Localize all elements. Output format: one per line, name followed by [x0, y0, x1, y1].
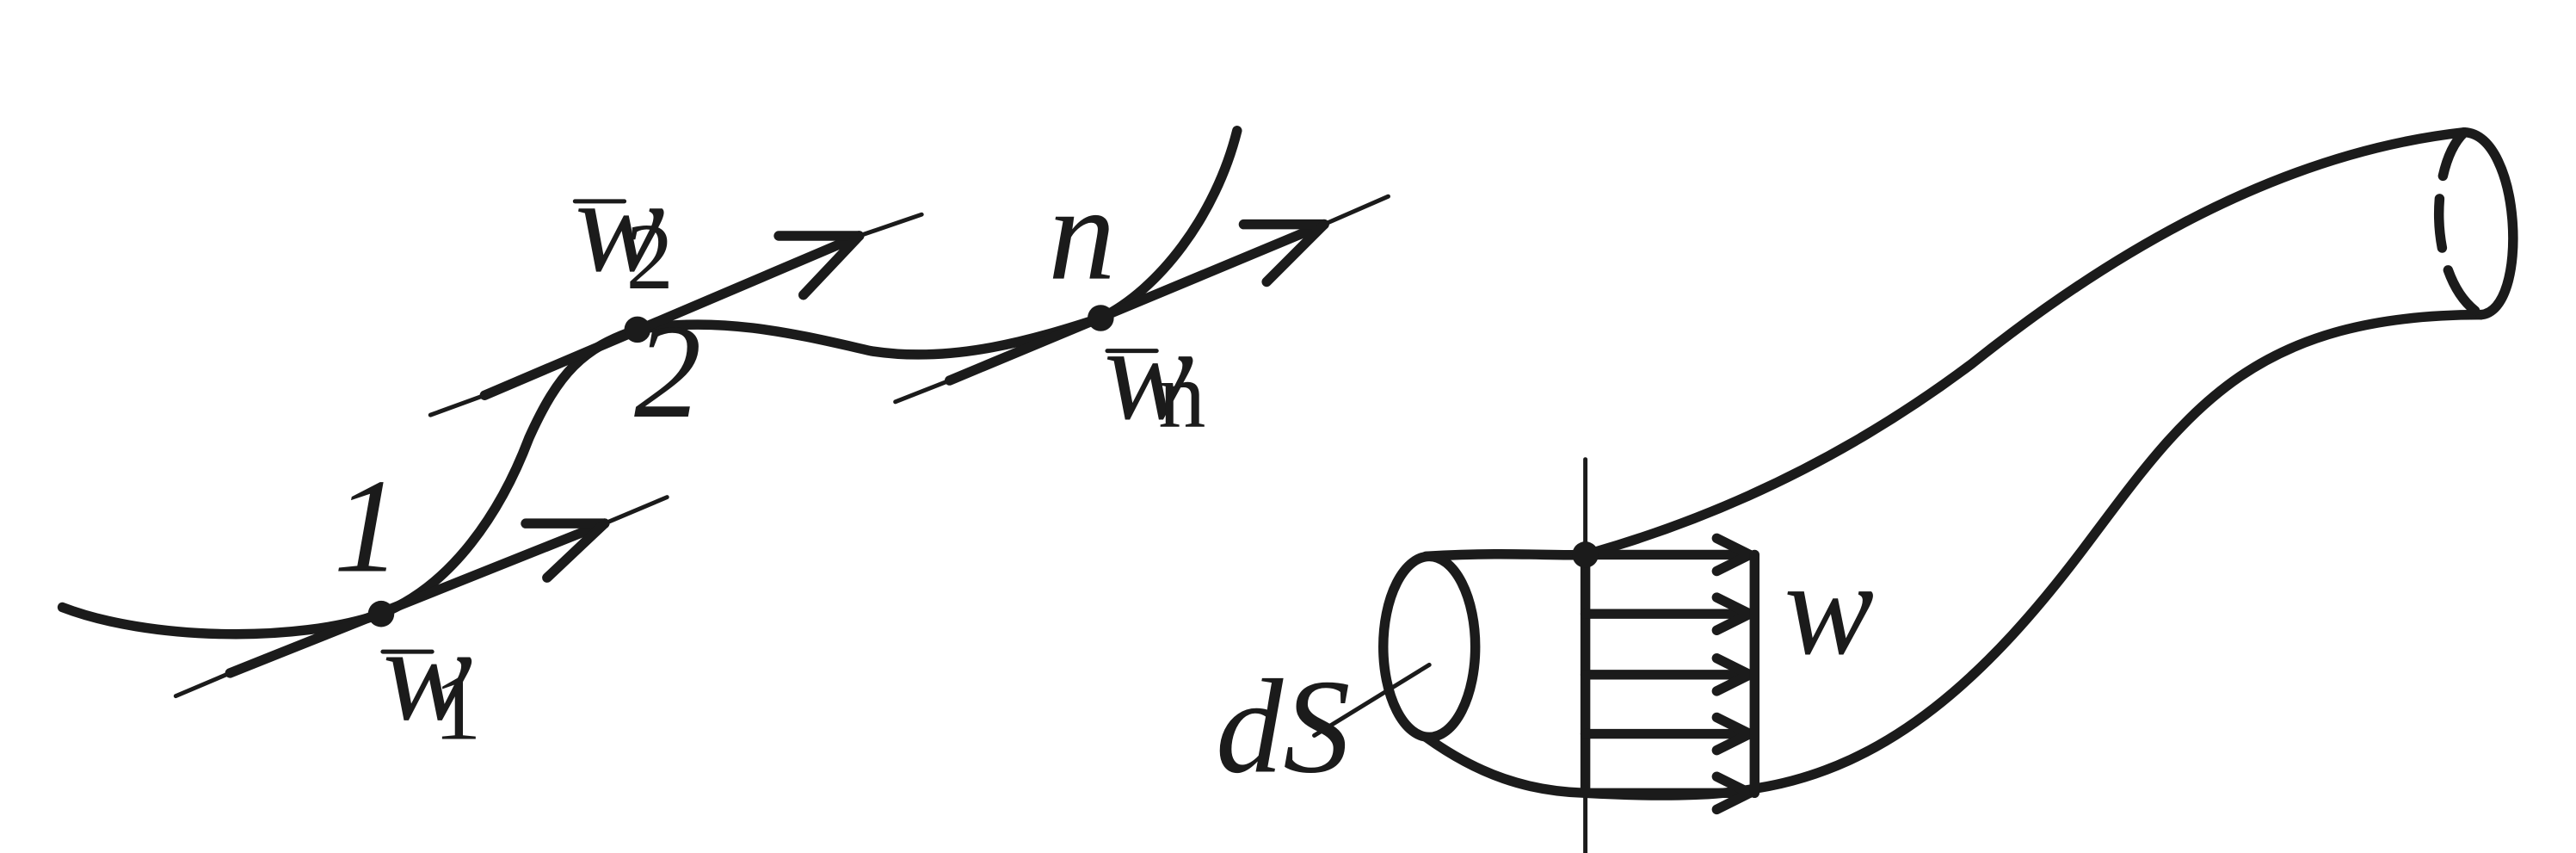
point-n-label: n — [1048, 158, 1115, 308]
point-2-dot — [624, 316, 651, 343]
w1-subscript: 1 — [434, 653, 481, 759]
wn-subscript: n — [1158, 342, 1205, 448]
tangent-vector-n — [893, 194, 1390, 405]
area-label: dS — [1216, 651, 1351, 800]
w1-symbol: w — [383, 598, 472, 748]
tangent-vector-2 — [428, 212, 924, 417]
point-2-label: 2 — [634, 296, 701, 446]
point-n-dot — [1088, 305, 1114, 331]
stream-tube-figure: dS w — [1216, 127, 2518, 853]
tube-inlet-ellipse — [1378, 551, 1481, 743]
tube-outlet-back — [2434, 127, 2486, 320]
velocity-label: w — [1784, 533, 1874, 683]
velocity-label-w1: w 1 — [380, 598, 481, 759]
streamline-figure: 1 2 n w 1 w 2 w n — [57, 126, 1390, 759]
dS-leader — [1312, 662, 1432, 738]
wn-symbol: w — [1104, 298, 1193, 448]
point-1-dot — [367, 600, 395, 627]
tube-outlet-front — [2459, 127, 2518, 320]
point-1-label: 1 — [334, 451, 401, 601]
velocity-label-w2: w 2 — [572, 150, 674, 309]
w2-subscript: 2 — [626, 203, 673, 309]
w2-symbol: w — [575, 150, 664, 300]
tube-upper-wall — [1420, 127, 2469, 562]
velocity-label-wn: w n — [1104, 298, 1205, 448]
section-point-dot — [1572, 541, 1599, 568]
tangent-vector-1 — [173, 495, 669, 699]
velocity-profile — [1580, 533, 1760, 815]
tube-lower-wall — [1420, 309, 2486, 800]
